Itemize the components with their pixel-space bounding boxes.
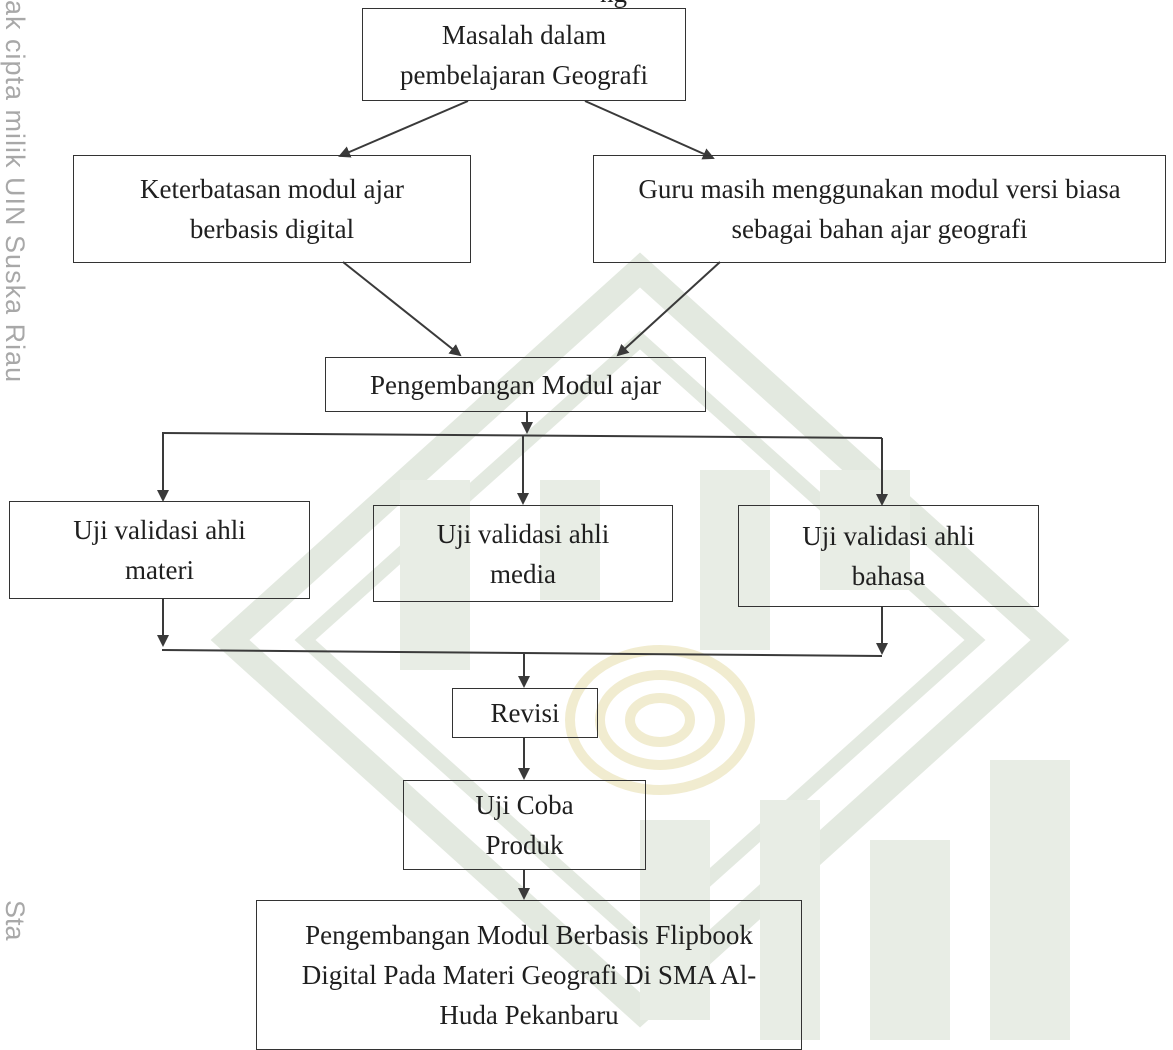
watermark-side-text: ak cipta milik UIN Suska Riau bbox=[0, 0, 30, 384]
node-revisi: Revisi bbox=[452, 688, 598, 738]
node-uji-bahasa: Uji validasi ahli bahasa bbox=[738, 505, 1039, 607]
node-keterbatasan-label: Keterbatasan modul ajar berbasis digital bbox=[140, 174, 404, 244]
node-revisi-label: Revisi bbox=[490, 698, 560, 728]
node-hasil: Pengembangan Modul Berbasis Flipbook Dig… bbox=[256, 900, 802, 1050]
node-uji-bahasa-label: Uji validasi ahli bahasa bbox=[802, 521, 975, 591]
node-uji-coba-label: Uji Coba Produk bbox=[475, 790, 574, 860]
node-keterbatasan: Keterbatasan modul ajar berbasis digital bbox=[73, 155, 471, 263]
node-guru: Guru masih menggunakan modul versi biasa… bbox=[593, 155, 1166, 263]
node-pengembangan: Pengembangan Modul ajar bbox=[325, 357, 706, 412]
node-masalah: Masalah dalam pembelajaran Geografi bbox=[362, 8, 686, 101]
arrow-keterbatasan-pengembangan bbox=[342, 261, 462, 357]
node-uji-coba: Uji Coba Produk bbox=[403, 780, 646, 870]
watermark-side-text-bottom: Sta bbox=[0, 900, 30, 941]
node-hasil-label: Pengembangan Modul Berbasis Flipbook Dig… bbox=[301, 920, 757, 1030]
node-uji-materi: Uji validasi ahli materi bbox=[9, 501, 310, 599]
node-masalah-label: Masalah dalam pembelajaran Geografi bbox=[399, 19, 649, 90]
node-uji-media-label: Uji validasi ahli media bbox=[436, 518, 610, 589]
arrow-guru-pengembangan bbox=[616, 261, 721, 357]
merge-bar bbox=[161, 649, 883, 657]
arrow-masalah-keterbatasan bbox=[338, 100, 469, 158]
node-pengembangan-label: Pengembangan Modul ajar bbox=[370, 369, 661, 400]
header-fragment: ng bbox=[600, 0, 627, 8]
split-bar bbox=[161, 432, 883, 439]
node-uji-media: Uji validasi ahli media bbox=[373, 505, 673, 602]
arrow-masalah-guru bbox=[584, 100, 715, 160]
node-uji-materi-label: Uji validasi ahli materi bbox=[73, 515, 246, 585]
node-guru-label: Guru masih menggunakan modul versi biasa… bbox=[638, 174, 1121, 244]
